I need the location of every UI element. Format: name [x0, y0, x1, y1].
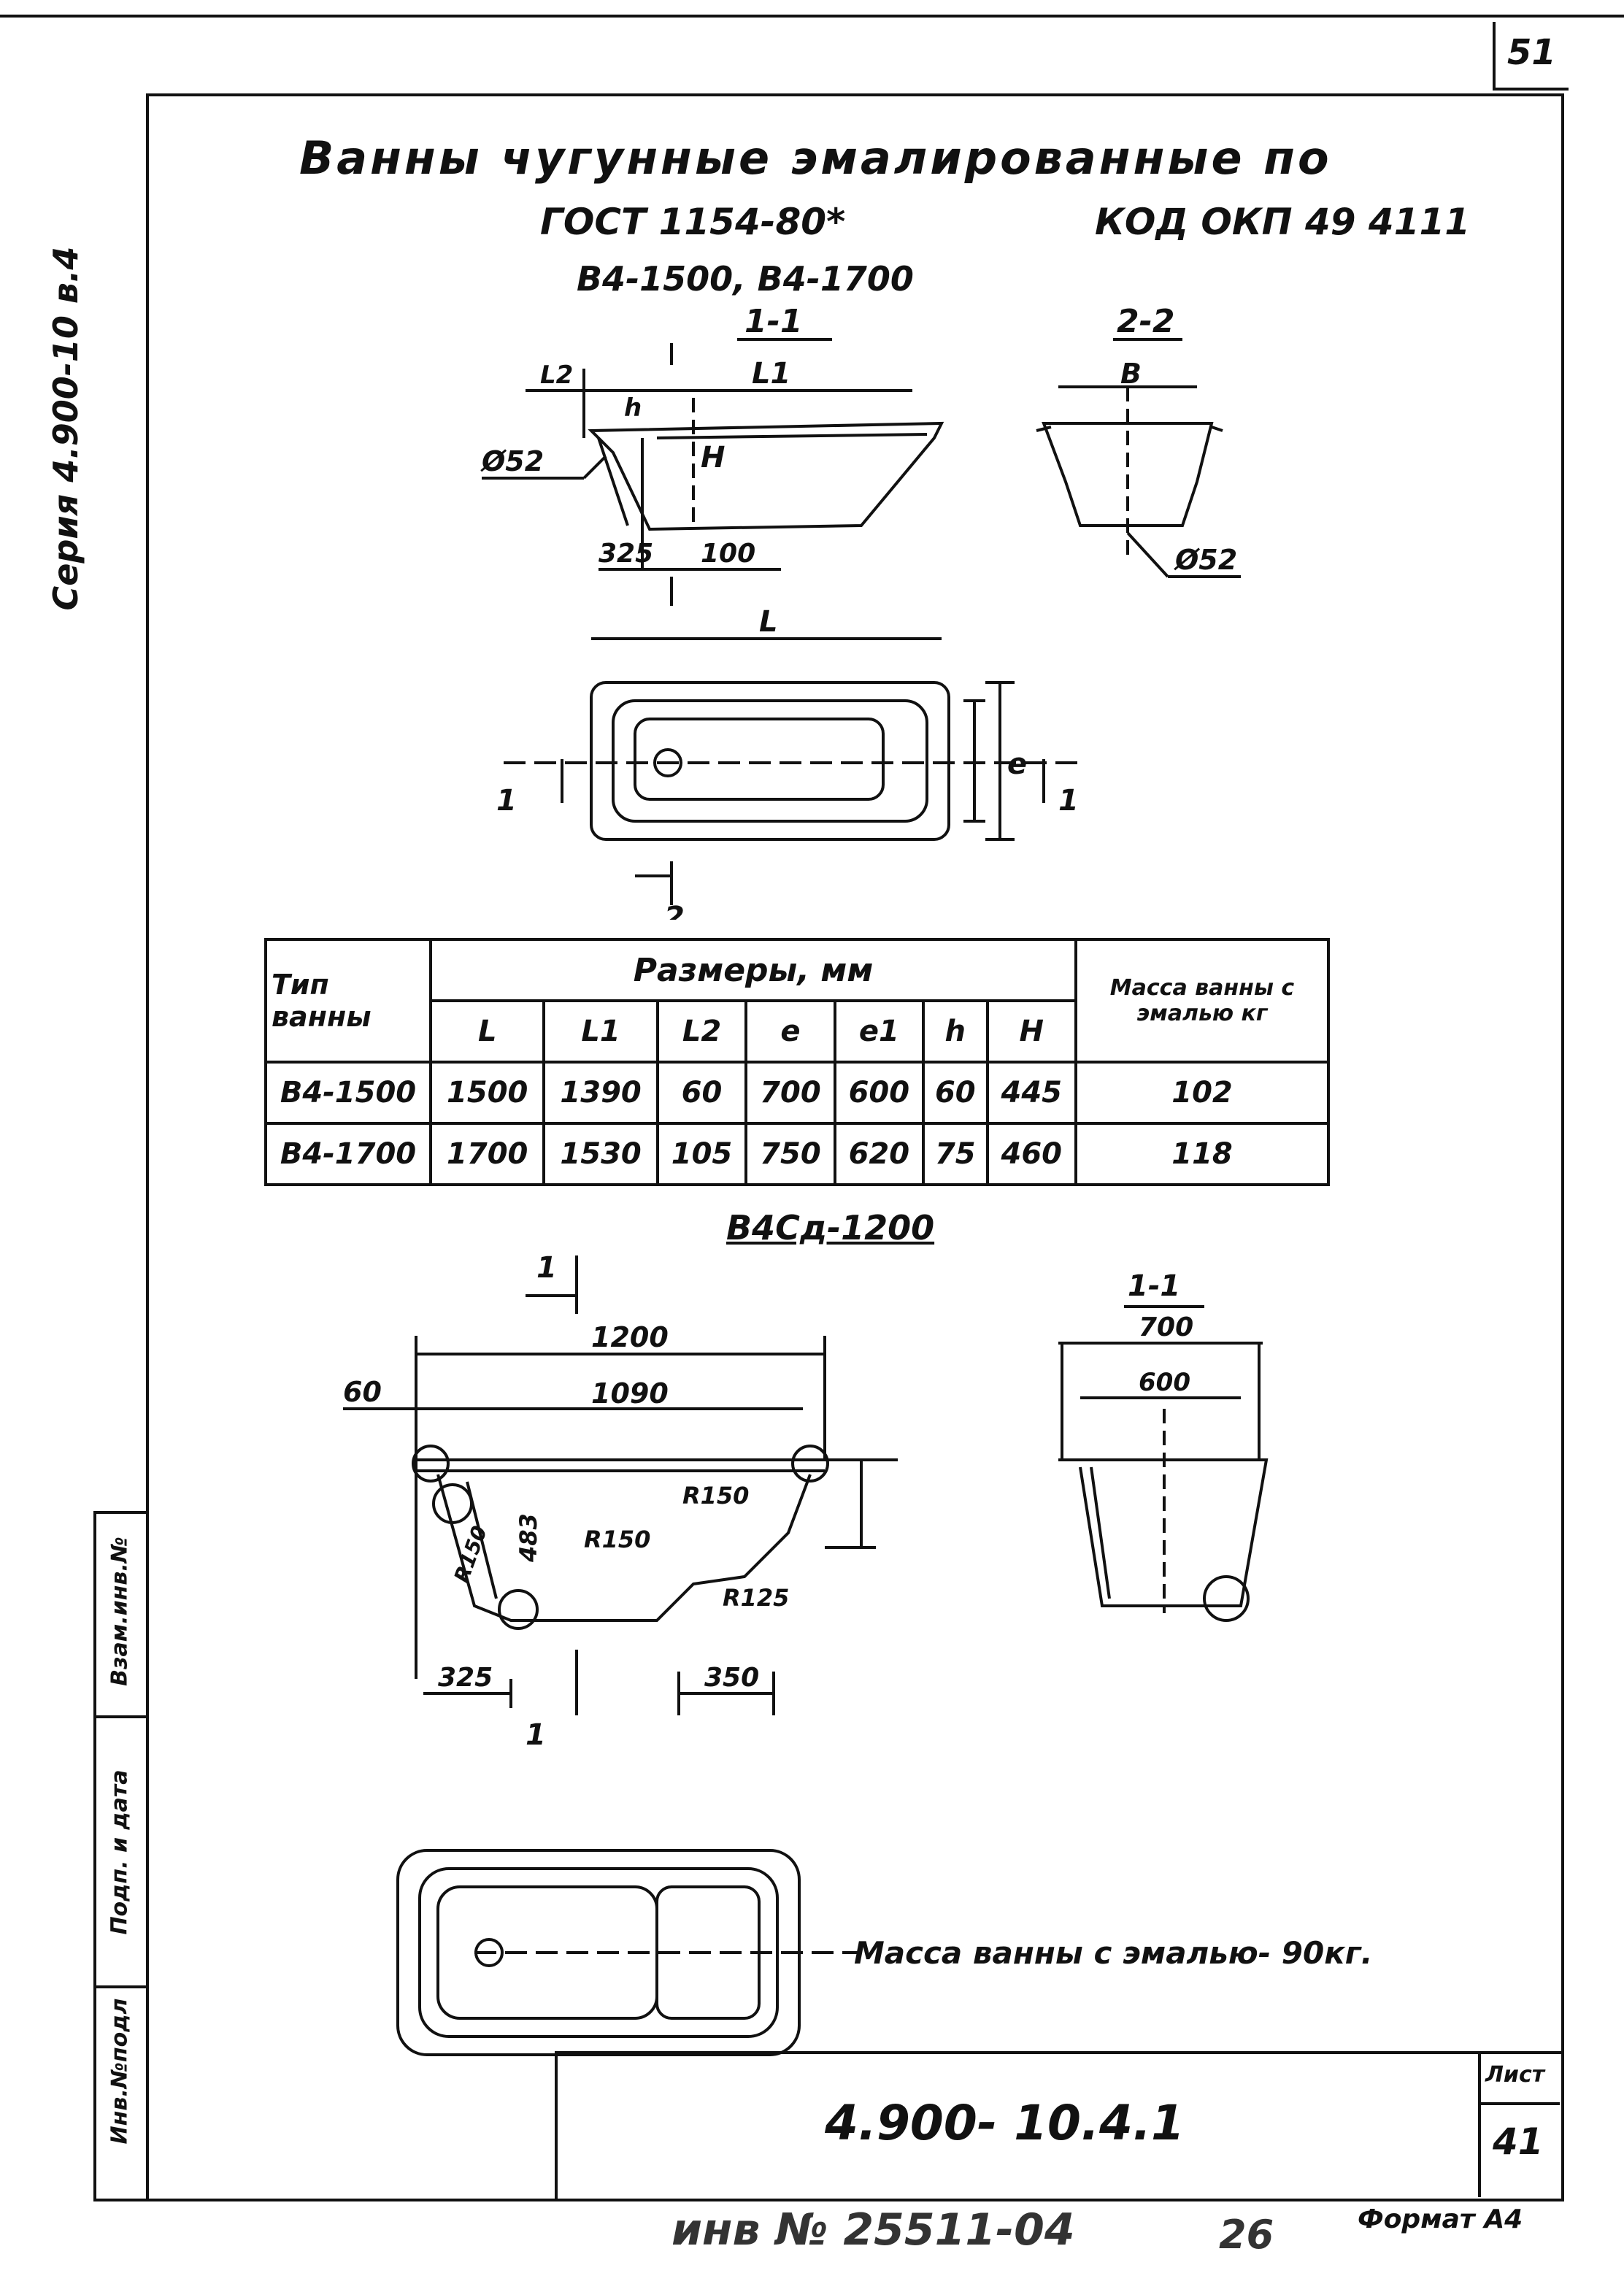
cell-value: 460 [985, 1122, 1078, 1186]
format-label: Формат А4 [1358, 2204, 1523, 2234]
dim-r125-label: R125 [723, 1584, 789, 1612]
dim-b-label: B [1120, 358, 1142, 390]
stamp-cell-inv: Инв.№подл [107, 1998, 133, 2145]
top-edge-line [0, 15, 1624, 18]
dim-325-label: 325 [599, 539, 653, 569]
col-header: h [922, 999, 989, 1064]
drawing2-title: В4Сд-1200 [726, 1208, 935, 1247]
cell-value: 600 [833, 1061, 925, 1125]
page-title: Ванны чугунные эмалированные по [299, 131, 1332, 185]
col-header: e [744, 999, 836, 1064]
cell-value: 1500 [428, 1061, 546, 1125]
cell-mass: 102 [1074, 1061, 1330, 1125]
dim-r150-b-label: R150 [584, 1526, 650, 1553]
drawing2-section-label: 1-1 [1128, 1269, 1180, 1303]
col-header: L2 [655, 999, 748, 1064]
cell-value: 750 [744, 1122, 836, 1186]
stamp-divider [93, 1985, 146, 1988]
dim-r150-a-label: R150 [682, 1482, 749, 1510]
sheet-number: 41 [1493, 2120, 1544, 2163]
dim-350-label: 350 [704, 1663, 759, 1693]
section-1-1-label: 1-1 [744, 303, 803, 340]
col-header: H [985, 999, 1078, 1064]
sheet-label: Лист [1485, 2062, 1545, 2088]
sheet-cell-hline [1478, 2102, 1560, 2105]
dim-l2-label: L2 [540, 361, 573, 390]
dimensions-table: Тип ванны Размеры, мм Масса ванны с эмал… [264, 938, 1330, 1186]
table-header-dims: Размеры, мм [429, 938, 1077, 1002]
page-number: 51 [1507, 32, 1556, 73]
drawing2-cut-bottom-label: 1 [526, 1718, 546, 1752]
dim-1090-label: 1090 [591, 1377, 669, 1410]
okp-code: КОД ОКП 49 4111 [1095, 201, 1471, 243]
dim-325-b-label: 325 [438, 1663, 493, 1693]
dim-h-large-label: H [701, 441, 725, 474]
cell-value: 60 [655, 1061, 748, 1125]
stamp-cell-sign: Подп. и дата [107, 1769, 133, 1935]
handwritten-number: 26 [1219, 2212, 1274, 2258]
gost-reference: ГОСТ 1154-80* [540, 201, 846, 243]
cell-value: 1390 [542, 1061, 659, 1125]
col-header: L [428, 999, 546, 1064]
dim-l1-label: L1 [752, 357, 790, 391]
stamp-divider [93, 1715, 146, 1718]
cell-value: 105 [655, 1122, 748, 1186]
dim-diameter-label: Ø52 [480, 445, 544, 477]
col-header: e1 [833, 999, 925, 1064]
dim-100-label: 100 [701, 539, 755, 569]
mass-note: Масса ванны с эмалью- 90кг. [854, 1935, 1373, 1971]
cell-mass: 118 [1074, 1122, 1330, 1186]
cut-1-right-label: 1 [1058, 784, 1079, 818]
page-frame [146, 93, 1564, 2201]
cell-value: 445 [985, 1061, 1078, 1125]
left-stamp-strip [93, 1511, 149, 2201]
page-number-box [1493, 22, 1569, 91]
dim-h-small-label: h [624, 393, 642, 423]
cell-value: 700 [744, 1061, 836, 1125]
col-header: L1 [542, 999, 659, 1064]
dim-60-label: 60 [343, 1376, 382, 1408]
stamp-cell-replace: Взам.инв.№ [107, 1537, 133, 1686]
cut-1-left-label: 1 [496, 784, 517, 818]
drawing2-cut-top-label: 1 [536, 1251, 557, 1285]
cell-value: 620 [833, 1122, 925, 1186]
dim-1200-label: 1200 [591, 1321, 669, 1353]
section-2-2-label: 2-2 [1117, 303, 1175, 340]
dim-600-label: 600 [1139, 1368, 1190, 1397]
document-code: 4.900- 10.4.1 [825, 2095, 1185, 2151]
cell-value: 1530 [542, 1122, 659, 1186]
table-header-mass: Масса ванны с эмалью кг [1074, 938, 1330, 1064]
dim-483-label: 483 [515, 1513, 542, 1563]
title-block [555, 2051, 1564, 2201]
bathtub-b4sd-drawing: 1 1200 1090 60 483 R150 R150 R150 R125 3… [343, 1251, 1373, 2056]
sheet-cell-divider [1478, 2051, 1481, 2197]
cell-value: 75 [922, 1122, 989, 1186]
dim-700-label: 700 [1139, 1312, 1193, 1342]
cut-2-label: 2 [664, 901, 685, 920]
inventory-number: инв № 25511-04 [671, 2204, 1075, 2256]
cell-value: 60 [922, 1061, 989, 1125]
cell-type: В4-1500 [264, 1061, 432, 1125]
dim-l-plan-label: L [759, 605, 778, 639]
table-row: В4-1700 1700 1530 105 750 620 75 460 118 [264, 1122, 1330, 1186]
table-header-type: Тип ванны [264, 938, 432, 1064]
cell-value: 1700 [428, 1122, 546, 1186]
bathtub-b4-drawing: 1-1 2-2 L2 L1 h H Ø52 325 100 B Ø52 L e … [480, 303, 1241, 920]
dim-diameter-2-label: Ø52 [1174, 544, 1237, 576]
dim-e-label: e [1007, 747, 1027, 781]
table-row: В4-1500 1500 1390 60 700 600 60 445 102 [264, 1061, 1330, 1125]
model-names: В4-1500, В4-1700 [577, 259, 914, 299]
cell-type: В4-1700 [264, 1122, 432, 1186]
